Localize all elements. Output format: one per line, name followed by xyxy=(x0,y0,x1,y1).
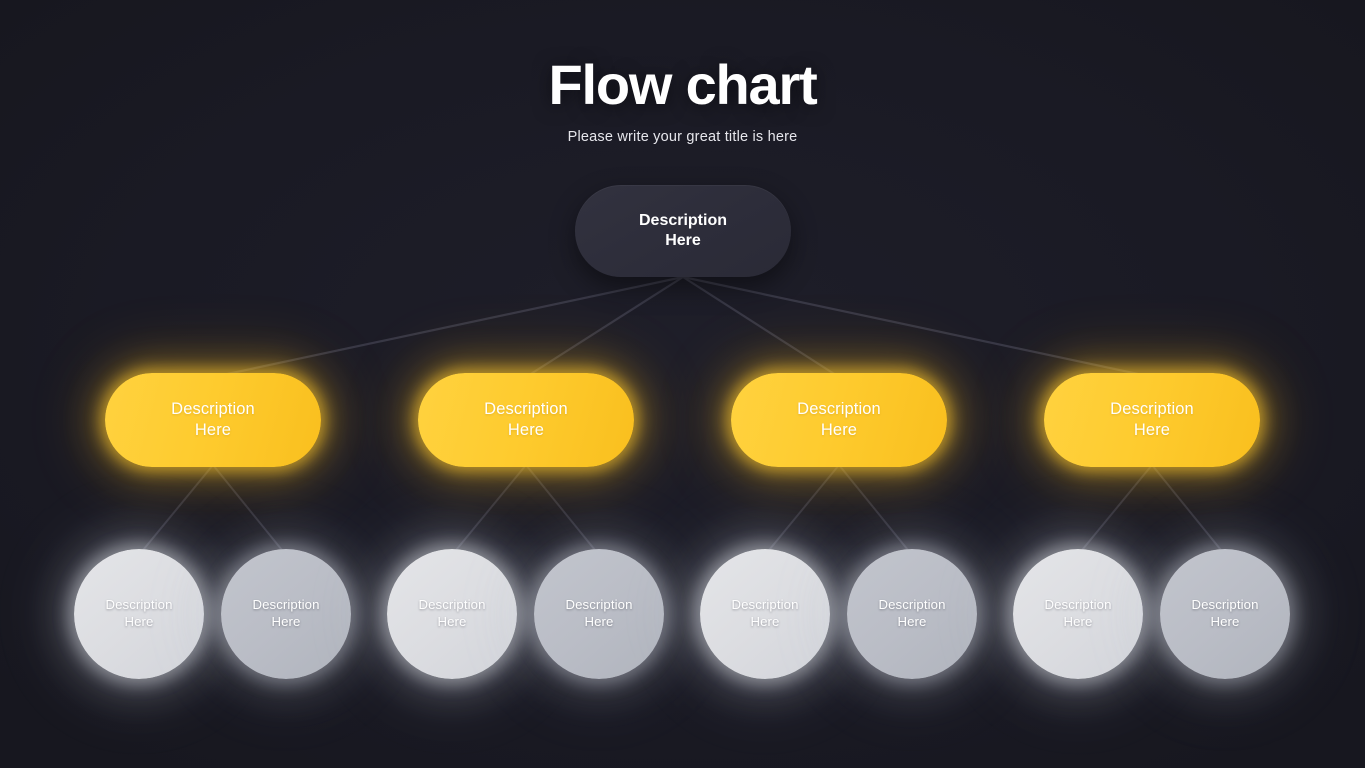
connector-branch-to-leaf-8 xyxy=(1151,464,1226,556)
connector-branch-to-leaf-2 xyxy=(212,464,287,556)
page-subtitle: Please write your great title is here xyxy=(567,128,798,145)
connector-branch-to-leaf-3 xyxy=(451,464,527,556)
connector-branch-to-leaf-5 xyxy=(764,464,840,556)
connector-root-to-branch-3 xyxy=(681,275,841,379)
connector-branch-to-leaf-1 xyxy=(138,464,214,556)
connector-root-to-branch-1 xyxy=(211,275,685,379)
connector-root-to-branch-4 xyxy=(681,275,1154,379)
connector-branch-to-leaf-6 xyxy=(838,464,913,556)
connector-branch-to-leaf-4 xyxy=(525,464,600,556)
page-title: Flow chart xyxy=(548,53,817,116)
slide-header: Flow chart Please write your great title… xyxy=(0,53,1365,145)
connector-root-to-branch-2 xyxy=(524,275,685,379)
connector-branch-to-leaf-7 xyxy=(1077,464,1153,556)
